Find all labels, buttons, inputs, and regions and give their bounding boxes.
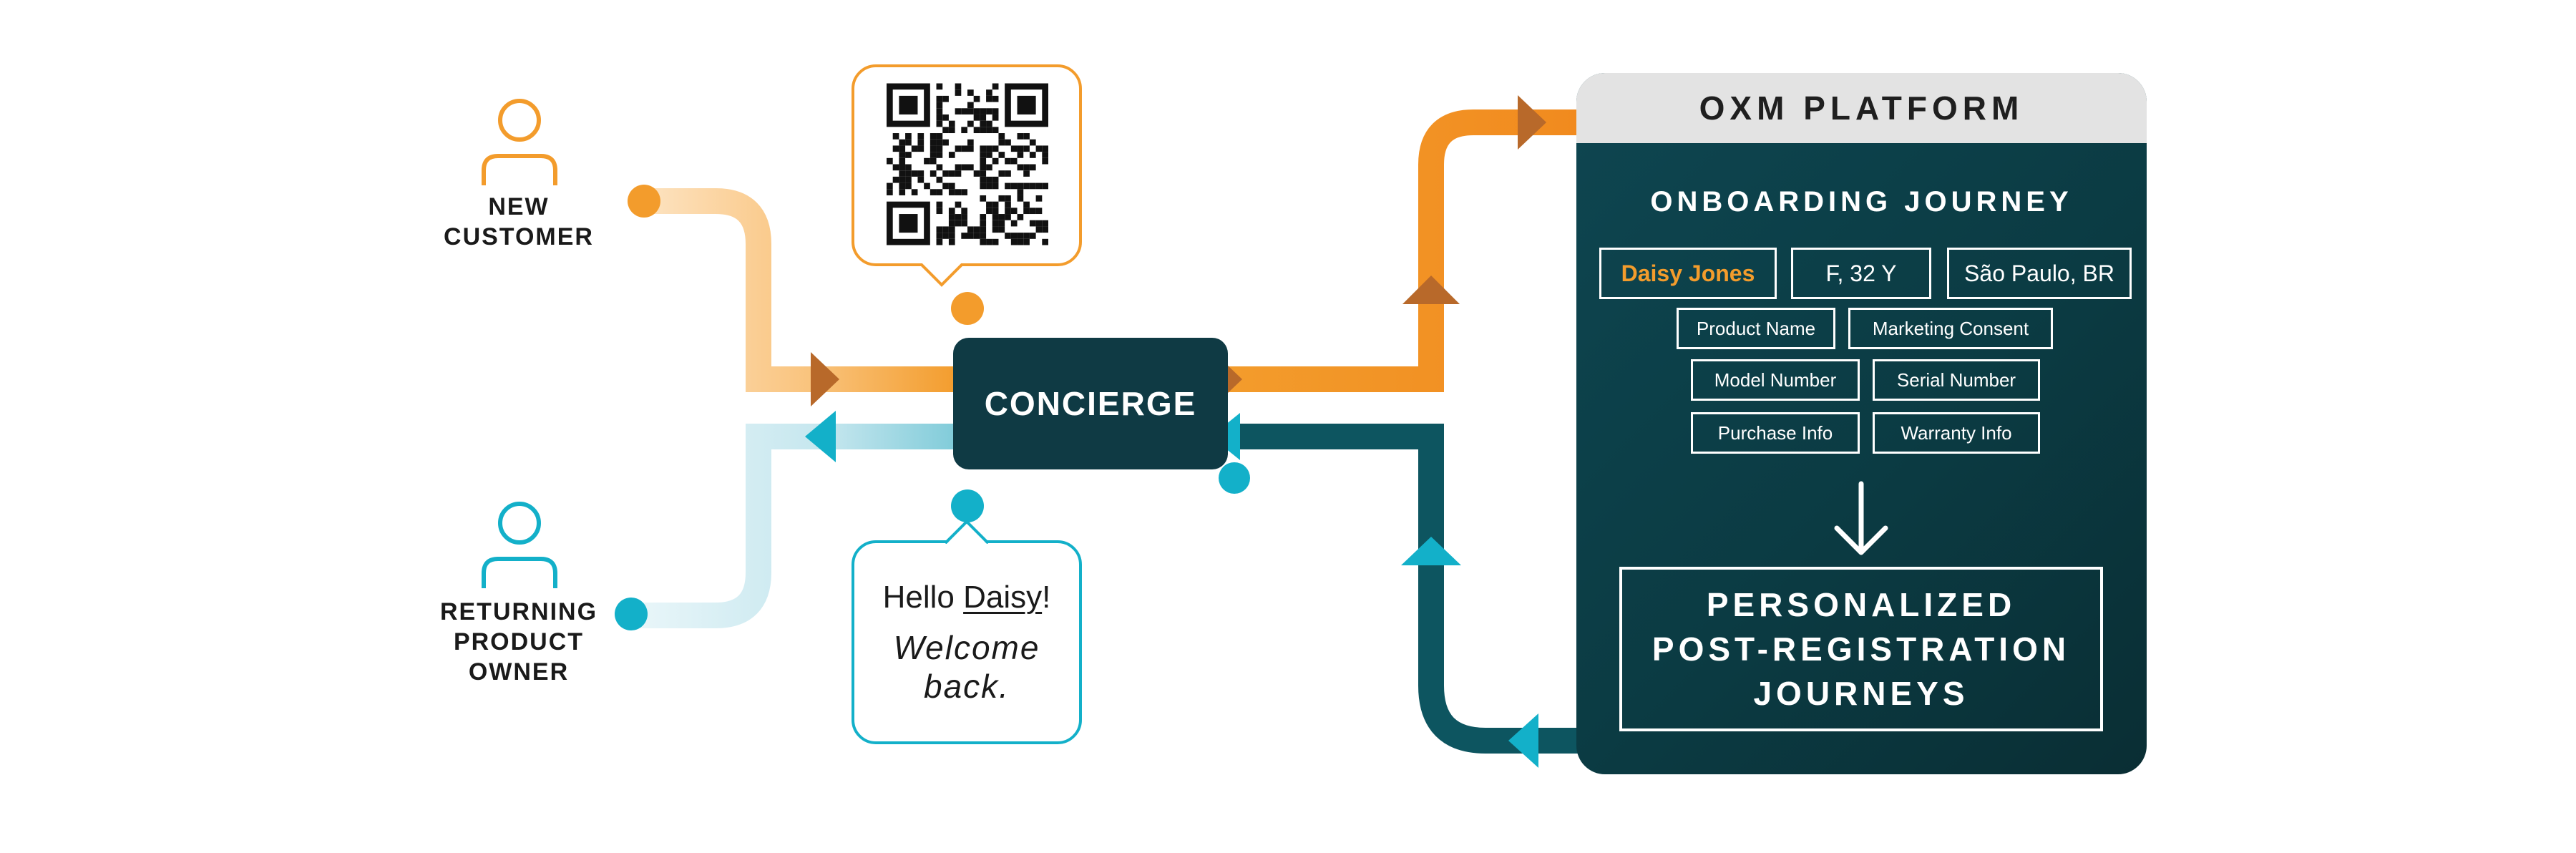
returning-owner-label-line: PRODUCT [453, 628, 585, 655]
arrow-up-icon [1401, 537, 1461, 565]
arrow-up-icon [1402, 276, 1460, 304]
oxm-platform-panel: OXM PLATFORM ONBOARDING JOURNEY Daisy Jo… [1576, 73, 2147, 774]
callout-pointer [920, 263, 963, 287]
arrow-right-icon [811, 352, 839, 406]
concierge-label: CONCIERGE [984, 385, 1197, 422]
outcome-line: PERSONALIZED [1706, 586, 2016, 623]
returning-owner-label-line: OWNER [468, 658, 570, 686]
profile-demographic-chip: F, 32 Y [1791, 248, 1931, 299]
returning-owner-path [637, 424, 959, 628]
greeting-callout: Hello Daisy! Welcome back. [852, 540, 1082, 744]
greeting-connector-dot [951, 489, 984, 522]
returning-owner-label-line: RETURNING [439, 598, 598, 625]
profile-location-chip: São Paulo, BR [1947, 248, 2132, 299]
field-chip: Product Name [1677, 308, 1835, 349]
greeting-exclaim: ! [1042, 579, 1051, 615]
person-outline-icon [482, 99, 557, 185]
concierge-node: CONCIERGE [953, 338, 1228, 469]
arrow-left-icon [805, 411, 836, 462]
profile-name-chip: Daisy Jones [1599, 248, 1777, 299]
returning-owner-label: RETURNING PRODUCT OWNER [419, 597, 619, 687]
callout-pointer [945, 520, 988, 544]
platform-to-concierge-path [1228, 424, 1581, 754]
return-path-dot [1219, 462, 1250, 494]
outcome-line: JOURNEYS [1753, 675, 1969, 712]
greeting-welcome-back: Welcome back. [893, 628, 1040, 705]
greeting-hello-line: Hello Daisy! [883, 580, 1051, 615]
new-customer-label-line: NEW [488, 193, 550, 220]
field-chip: Marketing Consent [1848, 308, 2053, 349]
field-chip: Serial Number [1873, 359, 2040, 401]
person-outline-icon [482, 502, 557, 588]
field-chip: Purchase Info [1691, 412, 1860, 454]
onboarding-journey-title: ONBOARDING JOURNEY [1650, 186, 2073, 218]
field-chip: Model Number [1691, 359, 1860, 401]
qr-code-icon [887, 83, 1048, 245]
arrow-left-icon [1508, 713, 1538, 768]
personalized-journeys-box: PERSONALIZED POST-REGISTRATION JOURNEYS [1619, 567, 2103, 731]
returning-owner-dot [615, 598, 648, 630]
field-chip: Warranty Info [1873, 412, 2040, 454]
new-customer-label-line: CUSTOMER [444, 223, 594, 250]
new-customer-label: NEW CUSTOMER [419, 192, 619, 252]
arrow-down-icon [1834, 481, 1888, 555]
greeting-customer-name: Daisy [963, 579, 1043, 615]
concierge-to-platform-path [1228, 109, 1581, 392]
new-customer-dot [628, 185, 660, 218]
outcome-line: POST-REGISTRATION [1652, 630, 2071, 668]
new-customer-path [644, 188, 959, 392]
greeting-hello-text: Hello [882, 579, 964, 615]
arrow-right-icon [1518, 95, 1546, 150]
platform-title: OXM PLATFORM [1576, 73, 2147, 143]
qr-connector-dot [951, 292, 984, 325]
